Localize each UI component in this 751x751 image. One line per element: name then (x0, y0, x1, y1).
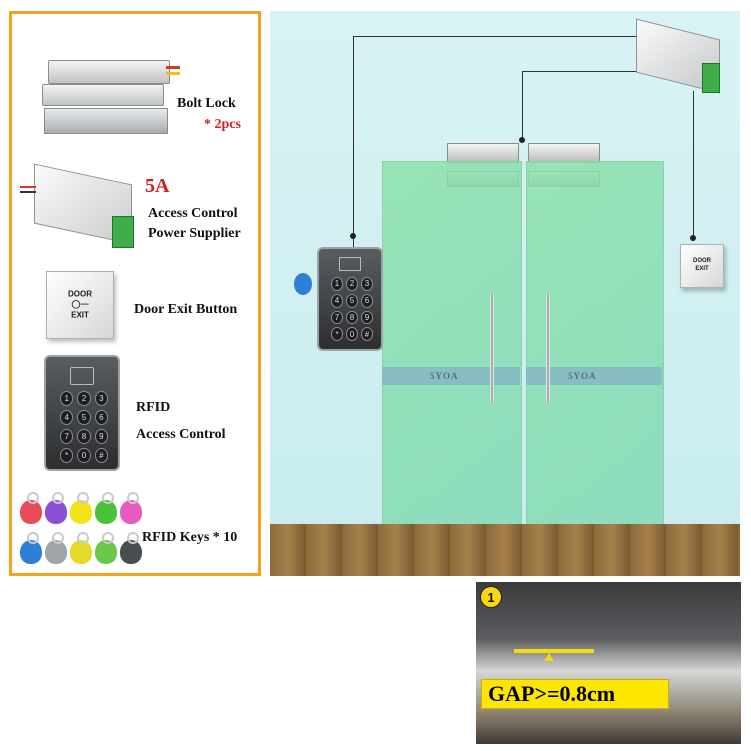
keypad-key: # (361, 327, 373, 341)
scene-exit-text-door: DOOR (693, 258, 711, 265)
exit-button-text-exit: EXIT (71, 310, 89, 320)
power-supply-image (20, 163, 140, 261)
rfid-key-fob (70, 532, 92, 564)
rfid-keys-image (20, 490, 146, 570)
rfid-label-line2: Access Control (136, 427, 226, 442)
scene-bolt-lock-right (528, 143, 600, 163)
keypad-key: 7 (60, 429, 74, 444)
keypad-key: 6 (361, 293, 373, 308)
keypad-key: 9 (361, 310, 373, 325)
key-icon: ◯— (71, 299, 89, 309)
keypad-key: 6 (94, 410, 108, 425)
rfid-reader-icon (70, 367, 94, 385)
door-handle-left (490, 293, 494, 403)
door-handle-right (546, 293, 550, 403)
wire-top-horizontal (353, 36, 638, 37)
keypad-key: # (94, 448, 108, 463)
door-logo-right: 5YOA (568, 371, 597, 381)
keypad-key: * (60, 448, 74, 463)
keypad-key: 0 (346, 327, 358, 341)
exit-button-label: Door Exit Button (134, 302, 238, 317)
gap-indicator-line (514, 649, 594, 653)
rfid-key-fob (95, 532, 117, 564)
wooden-floor (270, 524, 740, 576)
bolt-lock-label: Bolt Lock (177, 96, 236, 111)
scene-exit-button: DOOR EXIT (680, 244, 724, 288)
scene-bolt-lock-left (447, 143, 519, 163)
keypad-key: 3 (94, 391, 108, 406)
glass-door-left (382, 161, 522, 525)
wire-junction-dot (690, 235, 696, 241)
scene-key-fob (294, 273, 312, 295)
scene-exit-text-exit: EXIT (695, 266, 709, 272)
rfid-key-fob (20, 532, 42, 564)
keypad-key: 5 (346, 293, 358, 308)
bolt-lock-image (42, 50, 182, 140)
rfid-key-fob (45, 492, 67, 524)
door-band-right (526, 367, 662, 385)
keypad-key: 2 (346, 277, 358, 291)
rfid-key-fob (20, 492, 42, 524)
power-label-line2: Power Supplier (148, 226, 241, 241)
kit-contents-panel: Bolt Lock * 2pcs 5A Access Control Power… (9, 11, 261, 576)
door-band-left (382, 367, 520, 385)
keypad-key: 2 (77, 391, 91, 406)
scene-power-supply (628, 18, 728, 101)
gap-arrow-icon (544, 653, 554, 661)
rfid-key-fob (95, 492, 117, 524)
wire-junction-dot (519, 137, 525, 143)
keypad-key: 3 (361, 277, 373, 291)
wire-junction-dot (350, 233, 356, 239)
door-logo-left: 5YOA (430, 371, 459, 381)
bolt-lock-quantity: * 2pcs (204, 117, 241, 132)
rfid-label-line1: RFID (136, 400, 171, 415)
keypad-key: 8 (346, 310, 358, 325)
keypad-key: 1 (331, 277, 343, 291)
keypad-key: 4 (331, 293, 343, 308)
step-number-badge: 1 (480, 586, 502, 608)
gap-requirement-label: GAP>=0.8cm (481, 679, 669, 709)
keypad-key: * (331, 327, 343, 341)
rfid-reader-icon (339, 257, 361, 271)
keypad-key: 8 (77, 429, 91, 444)
rfid-key-fob (120, 532, 142, 564)
wire-exit-vertical (693, 91, 694, 241)
keypad-key: 1 (60, 391, 74, 406)
wire-lock-vertical (522, 71, 523, 141)
exit-button-text-door: DOOR (68, 289, 92, 299)
rfid-keys-label: RFID Keys * 10 (142, 530, 238, 545)
keypad-key: 7 (331, 310, 343, 325)
rfid-key-fob (120, 492, 142, 524)
rfid-key-fob (45, 532, 67, 564)
rfid-key-fob (70, 492, 92, 524)
keypad-key: 0 (77, 448, 91, 463)
keypad-key: 5 (77, 410, 91, 425)
power-amp-label: 5A (145, 175, 170, 197)
power-label-line1: Access Control (148, 206, 238, 221)
gap-detail-photo: 1 GAP>=0.8cm (476, 582, 741, 744)
wire-lock-horizontal (522, 71, 638, 72)
wire-keypad-vertical (353, 36, 354, 251)
keypad-key: 9 (94, 429, 108, 444)
exit-button-image: DOOR ◯— EXIT (46, 271, 114, 339)
keypad-key: 4 (60, 410, 74, 425)
